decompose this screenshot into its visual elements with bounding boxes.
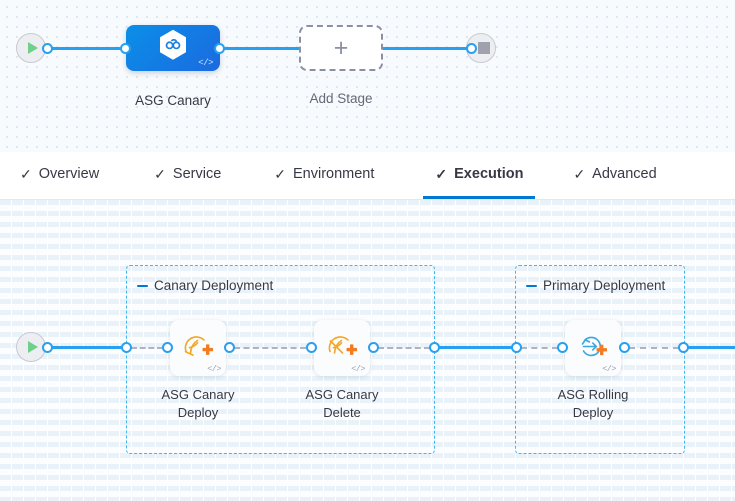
check-icon: ✓ <box>154 166 166 182</box>
step-card-asg-canary-delete[interactable]: </> <box>314 320 370 376</box>
canary-delete-input-port[interactable] <box>306 342 317 353</box>
step-label-line2: Delete <box>323 405 361 420</box>
stage-node-asg-canary[interactable]: </> <box>126 25 220 71</box>
end-node-port[interactable] <box>466 43 477 54</box>
step-label-line2: Deploy <box>177 405 219 420</box>
step-card-asg-rolling-deploy[interactable]: </> <box>565 320 621 376</box>
step-group-primary-title: Primary Deployment <box>543 278 666 293</box>
stop-icon <box>478 42 490 54</box>
play-icon <box>27 42 38 54</box>
asg-rolling-deploy-icon <box>576 329 610 364</box>
stage-config-tabs: ✓ Overview ✓ Service ✓ Environment ✓ Exe… <box>0 152 735 200</box>
tab-service[interactable]: ✓ Service <box>150 152 225 199</box>
hexagon-infinity-icon <box>158 29 188 66</box>
tab-overview[interactable]: ✓ Overview <box>16 152 103 199</box>
step-label-asg-canary-deploy: ASG Canary Deploy <box>138 386 258 422</box>
play-icon <box>27 341 38 353</box>
stage-canvas[interactable]: </> + ASG Canary Add Stage <box>0 0 735 152</box>
rolling-deploy-output-port[interactable] <box>619 342 630 353</box>
connector-addstage-to-end <box>383 47 473 50</box>
add-stage-button[interactable]: + <box>299 25 383 71</box>
execution-start-node[interactable] <box>16 332 46 362</box>
canary-deploy-output-port[interactable] <box>224 342 235 353</box>
check-icon: ✓ <box>435 166 448 182</box>
code-badge-icon: </> <box>351 364 365 374</box>
step-group-canary-deployment[interactable]: Canary Deployment <box>126 265 435 454</box>
connector-start-to-stage <box>50 47 126 50</box>
connector-start-to-canary-group <box>50 346 128 349</box>
execution-start-port[interactable] <box>42 342 53 353</box>
connector-rolling-deploy-to-exit <box>629 347 679 349</box>
collapse-minus-icon[interactable] <box>137 284 148 287</box>
step-group-canary-header[interactable]: Canary Deployment <box>137 278 273 293</box>
check-icon: ✓ <box>573 166 586 182</box>
connector-stage-to-addstage <box>222 47 300 50</box>
step-group-primary-deployment[interactable]: Primary Deployment <box>515 265 685 454</box>
code-badge-icon: </> <box>207 364 221 374</box>
collapse-minus-icon[interactable] <box>526 284 537 287</box>
step-group-canary-title: Canary Deployment <box>154 278 274 293</box>
connector-canary-delete-to-exit <box>378 347 430 349</box>
primary-group-entry-port[interactable] <box>511 342 522 353</box>
execution-canvas[interactable]: Canary Deployment <box>0 200 735 501</box>
tab-execution-label: Execution <box>454 166 524 182</box>
tab-advanced[interactable]: ✓ Advanced <box>569 152 660 199</box>
check-icon: ✓ <box>20 166 32 182</box>
code-badge-icon: </> <box>198 58 213 68</box>
add-stage-label: Add Stage <box>309 91 373 106</box>
tab-execution[interactable]: ✓ Execution <box>423 152 536 199</box>
step-label-line1: ASG Rolling <box>557 387 629 402</box>
connector-canary-deploy-to-delete <box>234 347 306 349</box>
connector-canary-group-to-primary-group <box>437 346 517 349</box>
start-node[interactable] <box>16 33 46 63</box>
tab-advanced-label: Advanced <box>592 166 657 182</box>
tab-environment[interactable]: ✓ Environment <box>270 152 378 199</box>
start-node-port[interactable] <box>42 43 53 54</box>
step-label-line1: ASG Canary <box>161 387 235 402</box>
primary-group-exit-port[interactable] <box>678 342 689 353</box>
check-icon: ✓ <box>274 166 286 182</box>
tab-environment-label: Environment <box>293 166 375 182</box>
stage-input-port[interactable] <box>120 43 131 54</box>
step-label-line1: ASG Canary <box>305 387 379 402</box>
step-card-asg-canary-deploy[interactable]: </> <box>170 320 226 376</box>
step-label-line2: Deploy <box>572 405 614 420</box>
step-label-asg-rolling-deploy: ASG Rolling Deploy <box>533 386 653 422</box>
canary-group-entry-port[interactable] <box>121 342 132 353</box>
stage-label: ASG Canary <box>135 93 211 108</box>
canary-deploy-input-port[interactable] <box>162 342 173 353</box>
connector-entry-to-canary-deploy <box>131 347 163 349</box>
step-label-asg-canary-delete: ASG Canary Delete <box>282 386 402 422</box>
step-group-primary-header[interactable]: Primary Deployment <box>526 278 665 293</box>
tab-service-label: Service <box>172 166 222 182</box>
code-badge-icon: </> <box>602 364 616 374</box>
connector-primary-group-outgoing <box>686 346 735 349</box>
connector-entry-to-rolling-deploy <box>521 347 558 349</box>
stage-output-port[interactable] <box>214 43 225 54</box>
tab-overview-label: Overview <box>38 166 100 182</box>
asg-canary-deploy-icon <box>181 329 215 364</box>
canary-delete-output-port[interactable] <box>368 342 379 353</box>
rolling-deploy-input-port[interactable] <box>557 342 568 353</box>
asg-canary-delete-icon <box>325 329 359 364</box>
plus-icon: + <box>333 33 349 62</box>
canary-group-exit-port[interactable] <box>429 342 440 353</box>
